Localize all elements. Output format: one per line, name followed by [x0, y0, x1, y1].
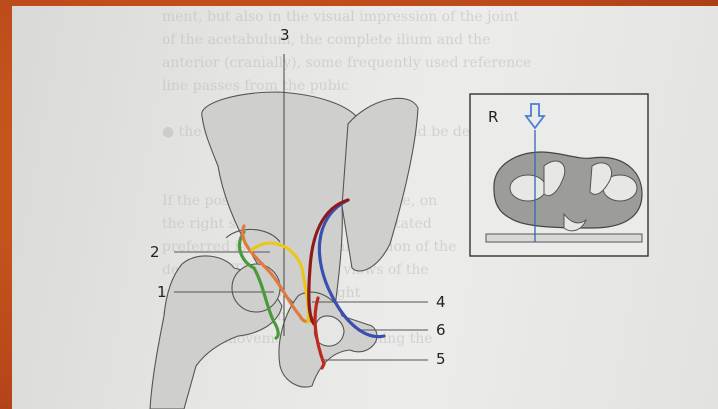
- inset-side-label: R: [488, 108, 498, 126]
- anatomy-figure: 3 2 1 4 6 5 R: [12, 6, 718, 409]
- book-page: ment, but also in the visual impression …: [12, 6, 718, 409]
- label-3: 3: [280, 26, 290, 44]
- label-4: 4: [436, 293, 446, 311]
- sacrum: [342, 98, 418, 271]
- axial-inset: R: [470, 94, 648, 256]
- label-2: 2: [150, 243, 160, 261]
- table-line: [486, 234, 642, 242]
- label-1: 1: [157, 283, 167, 301]
- left-hip-bone: [510, 175, 546, 201]
- label-5: 5: [436, 350, 446, 368]
- label-6: 6: [436, 321, 446, 339]
